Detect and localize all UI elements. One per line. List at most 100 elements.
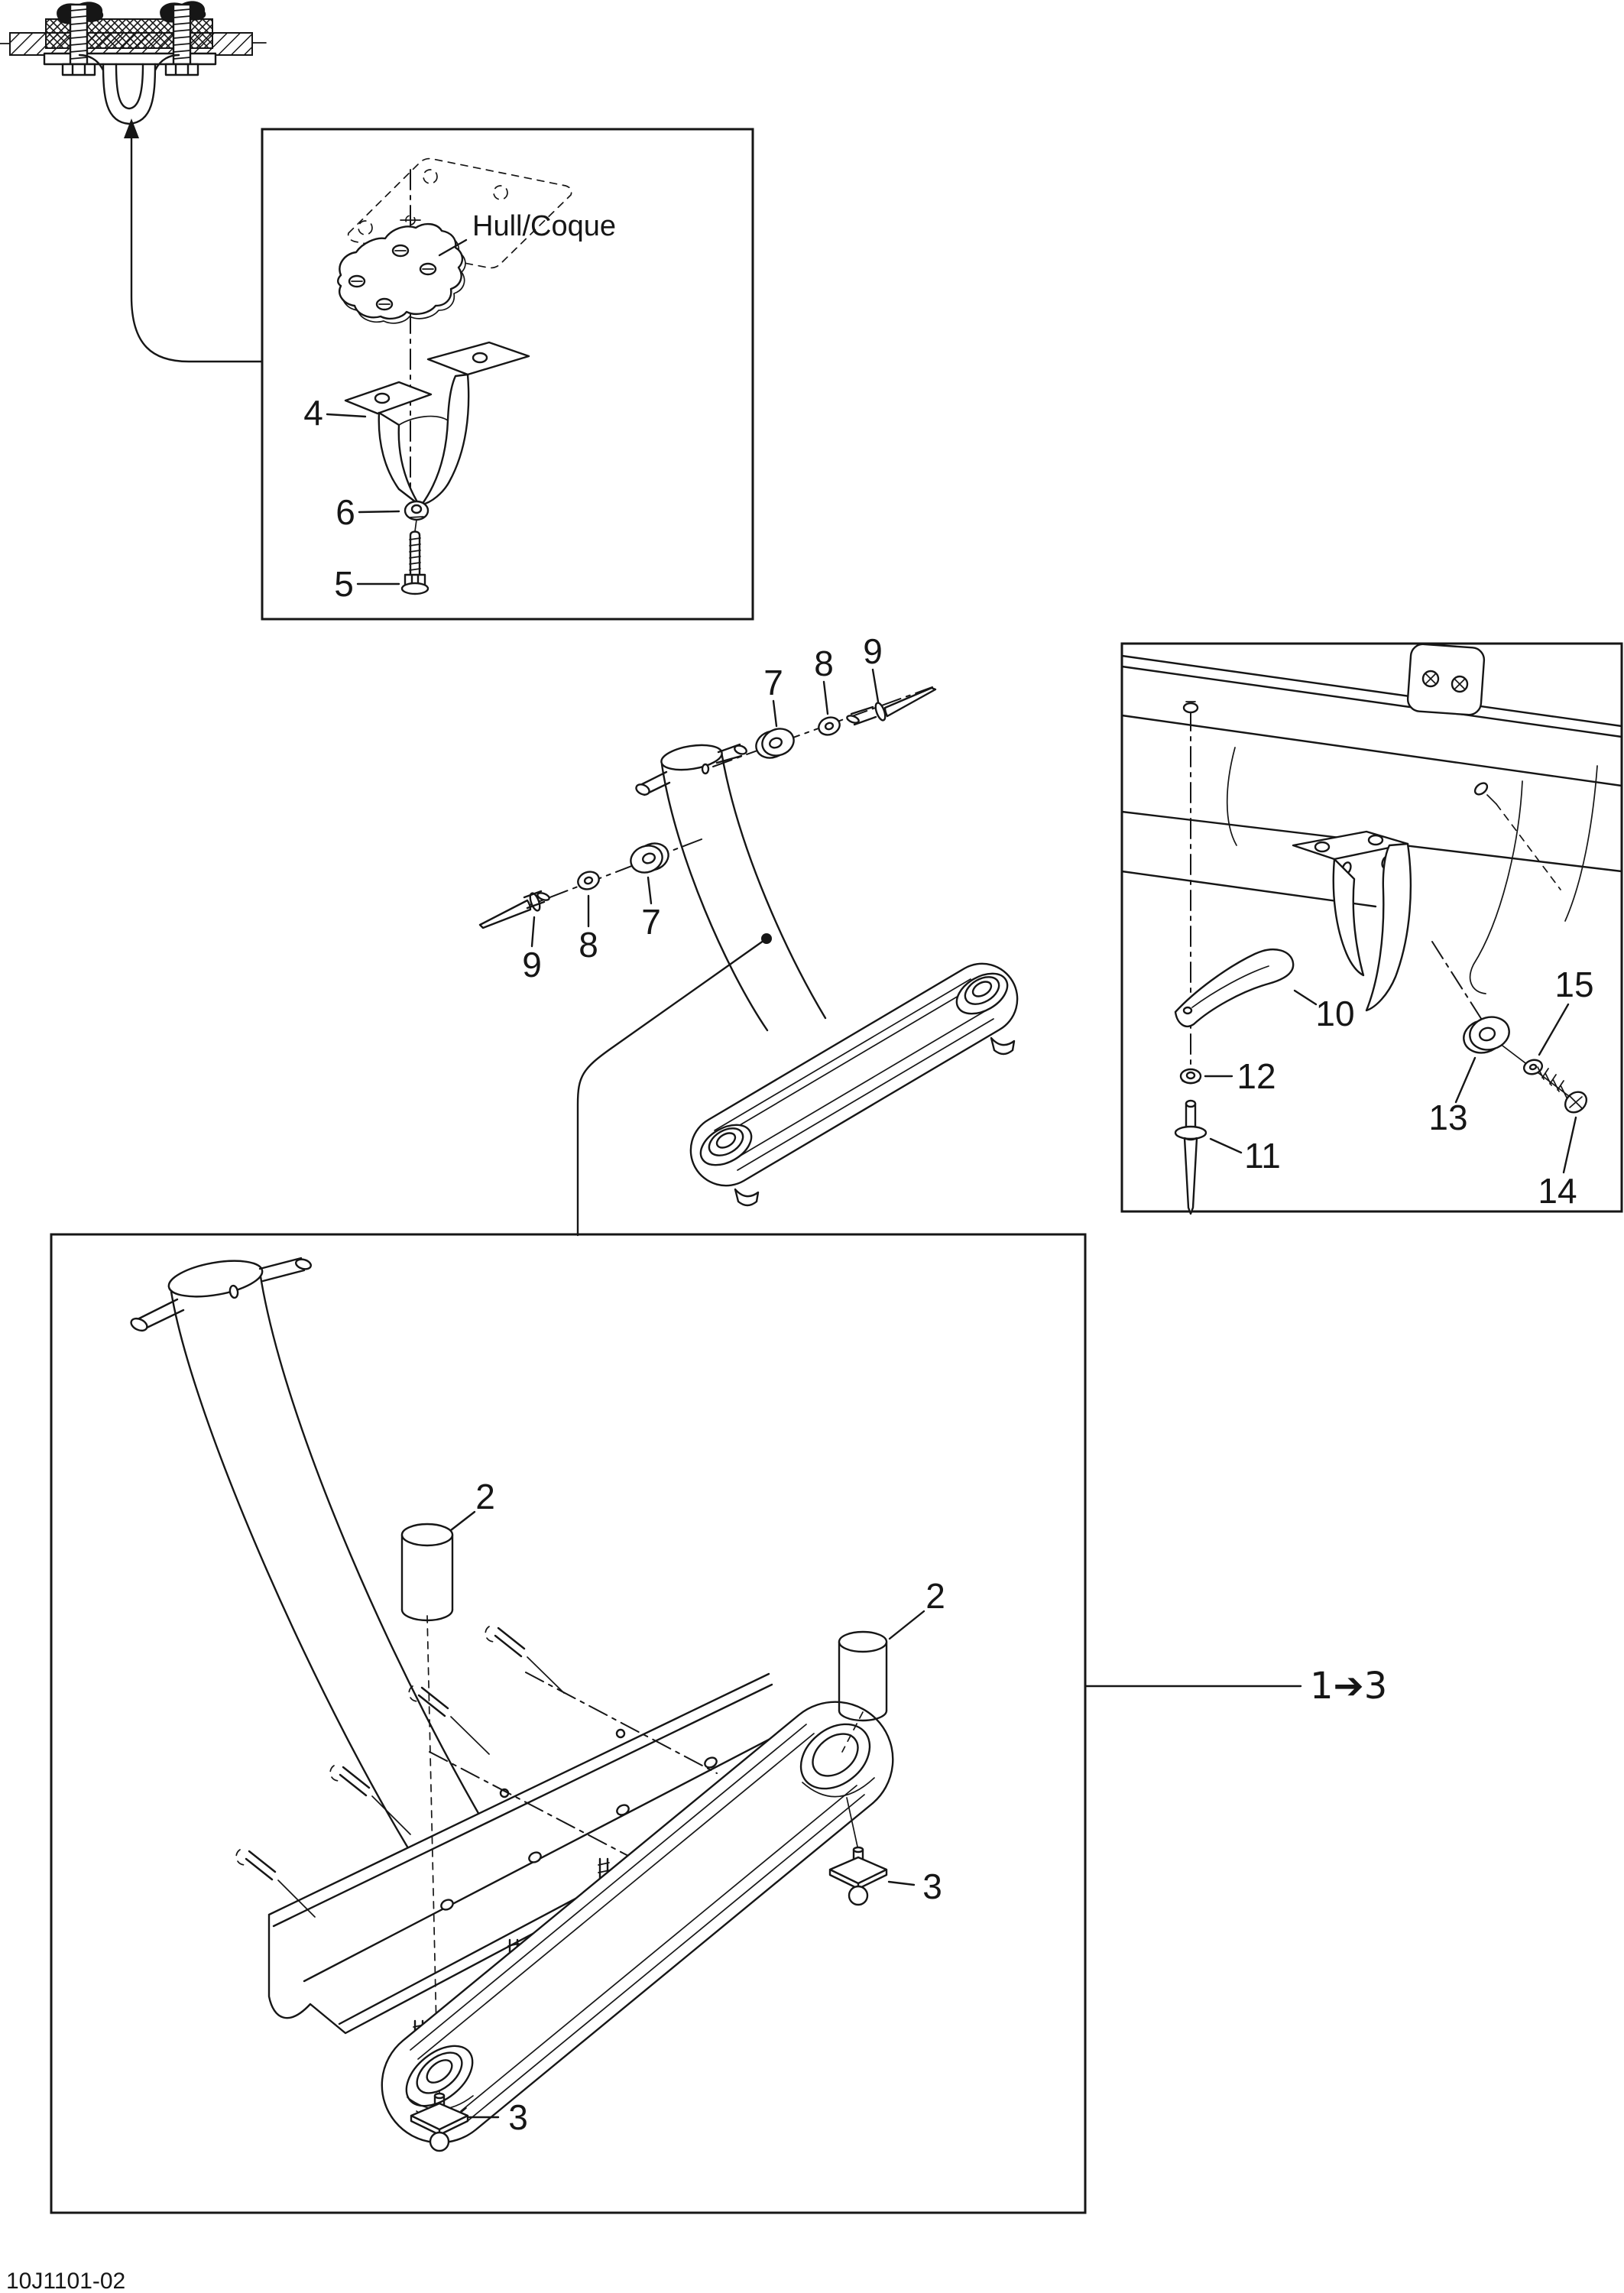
- callout-3-right: 3: [887, 1867, 942, 1906]
- inset-box-right: [1120, 642, 1623, 1213]
- callout-11-leader: [1209, 1137, 1243, 1154]
- screw-shanks: [245, 1627, 526, 1881]
- callout-6: 6: [335, 492, 400, 532]
- range-reference-text: 1➔3: [1310, 1665, 1387, 1708]
- callout-9-upper: 9: [863, 631, 883, 703]
- callout-9-lower: 9: [522, 916, 542, 984]
- screw-point: [1486, 794, 1497, 805]
- bracket-left-blade: [1332, 858, 1365, 977]
- screw-shank: [883, 686, 937, 718]
- hull-screw-top: [1182, 701, 1199, 722]
- fastener-ball: [429, 2131, 450, 2152]
- callout-9-lower-leader: [530, 916, 536, 948]
- bottom-mast: [130, 1257, 506, 1882]
- callout-3-bottom-text: 3: [508, 2097, 528, 2137]
- callout-8-lower: 8: [579, 894, 598, 965]
- bar-outline: [689, 962, 1019, 1187]
- callout-9-upper-text: 9: [863, 631, 883, 671]
- screw-9-upper: [846, 686, 937, 726]
- detail-pointer: [576, 933, 772, 1237]
- document-code: 10J1101-02: [6, 2269, 125, 2293]
- grommet-hole: [642, 852, 656, 864]
- channel-hole: [704, 1756, 718, 1769]
- bar-boss-left: [699, 1124, 753, 1166]
- fastener-stem-top: [852, 1846, 864, 1854]
- callout-8-upper-leader: [822, 680, 829, 715]
- mount-plate: [337, 222, 466, 324]
- callout-9-lower-text: 9: [522, 945, 542, 984]
- washer-hole: [824, 722, 835, 731]
- screw-leaders: [277, 1656, 565, 1918]
- fastener-diamond: [410, 2102, 469, 2136]
- bar-ridges: [714, 978, 994, 1171]
- cylinder-axis-left: [426, 1615, 438, 2064]
- detail-pointer-line: [576, 937, 768, 1237]
- mast-peg-left-end: [130, 1317, 148, 1332]
- bracket-left-leg: [378, 411, 420, 506]
- callout-4-leader: [326, 413, 367, 418]
- callout-15: 15: [1538, 965, 1594, 1056]
- hook-hole: [1182, 1006, 1193, 1015]
- callout-10-text: 10: [1315, 994, 1354, 1033]
- hull-cross-section: [0, 1, 267, 125]
- screw-threads: [1537, 1066, 1567, 1098]
- fastener-link-line: [846, 1797, 858, 1847]
- screw-head-body: [850, 705, 877, 726]
- hull-coque-label: Hull/Coque: [438, 210, 616, 257]
- fastener-diamond: [828, 1856, 888, 1890]
- step-channel: [267, 1672, 848, 2035]
- callout-10: 10: [1293, 989, 1355, 1033]
- callout-7-upper-leader: [772, 699, 778, 728]
- washer-part-12: [1179, 1068, 1202, 1085]
- bracket-right-blade: [1365, 842, 1412, 1012]
- pin-neck: [1185, 1102, 1197, 1131]
- cylinder-axis-right: [841, 1711, 864, 1753]
- mast-peg-left-end: [635, 783, 650, 796]
- grommet-7-upper: [755, 728, 795, 759]
- arrowhead-up-icon: [124, 118, 139, 138]
- dashed-hole: [423, 169, 438, 184]
- inset-pointer-arrow: [124, 118, 264, 363]
- mast-body: [171, 1268, 504, 1880]
- clamp-plate: [1406, 643, 1486, 716]
- nut-left: [61, 63, 96, 76]
- u-bracket: [78, 54, 180, 125]
- washer-hole: [1528, 1063, 1538, 1071]
- screw-part-14: [1537, 1066, 1588, 1114]
- cylinder-2-right: [838, 1630, 888, 1722]
- callout-2-left-leader: [449, 1510, 476, 1532]
- mast-peg-left: [136, 1298, 185, 1331]
- bar-outline: [381, 1701, 894, 2144]
- channel-hole: [440, 1899, 454, 1911]
- dashed-hole: [493, 185, 508, 200]
- callout-13-leader: [1454, 1056, 1477, 1104]
- bar-feet: [734, 1036, 1016, 1207]
- hull-cutout-dashed-plate: [347, 157, 572, 269]
- callout-4-text: 4: [303, 393, 323, 433]
- callout-14: 14: [1538, 1116, 1577, 1211]
- bracket-stud: [1314, 841, 1331, 853]
- bolt-part-5: [400, 519, 430, 595]
- mast-hole: [229, 1284, 239, 1299]
- washer-8-upper: [818, 716, 841, 736]
- right-box-contents: 10 12 11 13 15 14: [1120, 643, 1623, 1215]
- screw-head: [1182, 702, 1199, 714]
- screw-axis-dashed: [1496, 803, 1561, 890]
- mast-top-opening: [167, 1260, 264, 1298]
- callout-6-leader: [358, 510, 400, 514]
- channel-face: [269, 1674, 847, 2033]
- callout-15-leader: [1538, 1003, 1570, 1056]
- washer-hole: [410, 504, 423, 514]
- screw-collar: [874, 702, 887, 722]
- mast-hole: [701, 763, 710, 775]
- grommet-axis-dashdot: [1431, 941, 1486, 1026]
- callout-15-text: 15: [1554, 965, 1593, 1004]
- grommet-hole: [1478, 1026, 1496, 1042]
- fastener-ball: [848, 1885, 869, 1906]
- screw-head-body: [523, 890, 546, 910]
- grommet-part-13: [1463, 1016, 1510, 1054]
- wellnut-3-right: [828, 1797, 888, 1906]
- bolt-shank: [409, 530, 421, 576]
- callout-2-right-text: 2: [925, 1576, 945, 1616]
